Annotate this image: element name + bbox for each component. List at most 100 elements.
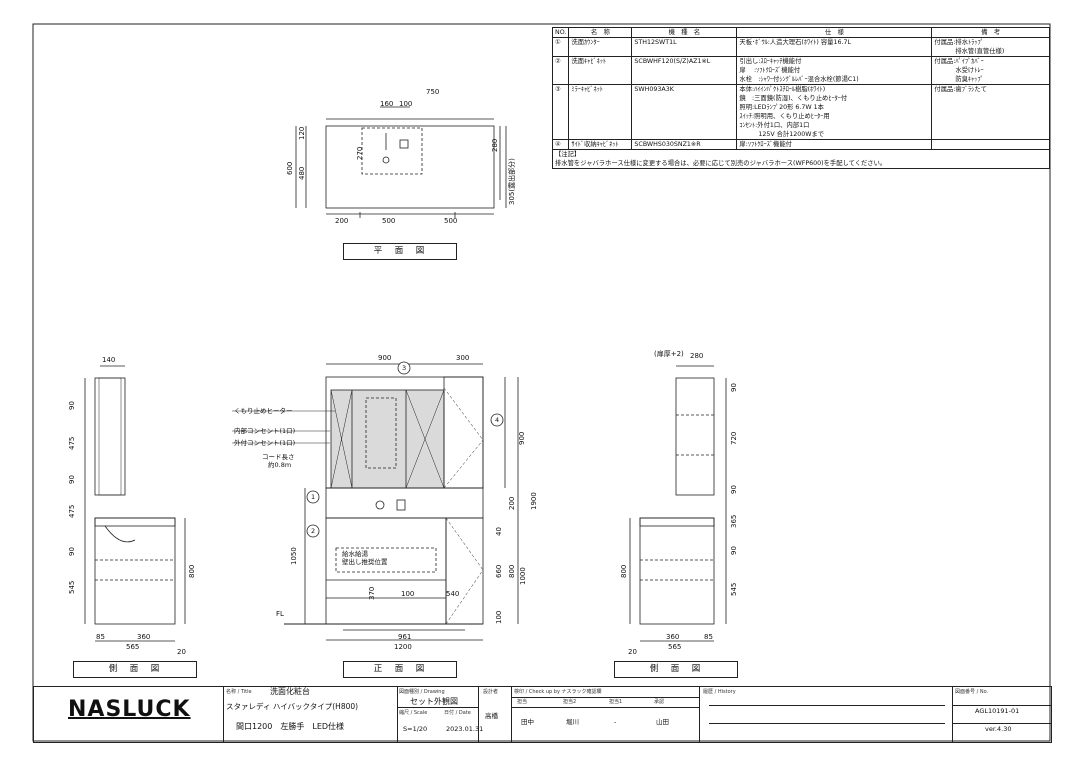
front-dim-1900: 1900 bbox=[530, 492, 538, 510]
front-caption: 正 面 図 bbox=[343, 661, 457, 678]
row-no: ② bbox=[551, 56, 570, 85]
right-dim-565: 565 bbox=[668, 643, 682, 651]
label-cord-len: 約0.8m bbox=[268, 461, 292, 469]
history-label: 履歴 / History bbox=[703, 689, 736, 695]
check-col-4: 承認 bbox=[654, 699, 665, 705]
right-dim-720: 720 bbox=[730, 431, 738, 445]
left-dim-475b: 475 bbox=[68, 504, 76, 518]
row-spec: 扉:ｿﾌﾄｸﾛｰｽﾞ機能付 bbox=[736, 139, 933, 150]
row-model: STH12SWT1L bbox=[631, 37, 738, 57]
spec-table: NO. 名 称 機 種 名 仕 様 備 考 ① 洗面ｶｳﾝﾀｰ STH12SWT… bbox=[551, 27, 1050, 169]
right-dim-90c: 90 bbox=[730, 546, 738, 555]
right-dim-800: 800 bbox=[620, 564, 628, 578]
left-dim-565: 565 bbox=[126, 643, 140, 651]
front-dim-300: 300 bbox=[456, 354, 470, 362]
label-drain-pos: 壁出し推奨位置 bbox=[342, 558, 388, 566]
left-dim-475a: 475 bbox=[68, 436, 76, 450]
drawing-number: AGL10191-01 bbox=[975, 707, 1020, 715]
row-name: ﾐﾗｰｷｬﾋﾞﾈｯﾄ bbox=[568, 84, 633, 140]
col-spec: 仕 様 bbox=[736, 27, 933, 38]
callout-4: 4 bbox=[495, 416, 500, 424]
front-dim-540: 540 bbox=[446, 590, 460, 598]
row-model: SWH093A3K bbox=[631, 84, 738, 140]
date-value: 2023.01.31 bbox=[446, 725, 484, 733]
front-dim-100: 100 bbox=[401, 590, 415, 598]
row-remarks: 付属品:歯ﾌﾞﾗｼたて bbox=[931, 84, 1050, 140]
plan-dim-200: 200 bbox=[335, 217, 349, 225]
plan-dim-160: 160 bbox=[380, 100, 394, 108]
callout-1: 1 bbox=[311, 493, 316, 501]
row-name: 洗面ｶｳﾝﾀｰ bbox=[568, 37, 633, 57]
row-model: SCBWHF120(S/Z)AZ1※L bbox=[631, 56, 738, 85]
table-row: ④ ｻｲﾄﾞ収納ｷｬﾋﾞﾈｯﾄ SCBWHS030SNZ1※R 扉:ｿﾌﾄｸﾛｰ… bbox=[551, 139, 1050, 150]
front-dim-1200: 1200 bbox=[394, 643, 412, 651]
table-row: ③ ﾐﾗｰｷｬﾋﾞﾈｯﾄ SWH093A3K 本体:ﾊｲｲﾝﾊﾟｸﾄｽﾁﾛｰﾙ樹… bbox=[551, 84, 1050, 140]
right-dim-top: (扉厚+2) bbox=[654, 350, 684, 358]
right-dim-90b: 90 bbox=[730, 485, 738, 494]
note-text: 排水管をジャバラホース仕様に変更する場合は、必要に応じて別売のジャバラホース(W… bbox=[555, 160, 887, 167]
check-col-1: 担当 bbox=[517, 699, 528, 705]
note-title: 【注記】 bbox=[555, 151, 581, 158]
front-dim-200: 200 bbox=[508, 496, 516, 510]
plan-dim-270: 270 bbox=[356, 146, 364, 160]
plan-dim-100: 100 bbox=[399, 100, 413, 108]
plan-dim-280: 280 bbox=[491, 138, 499, 152]
left-dim-90a: 90 bbox=[68, 401, 76, 410]
row-remarks bbox=[931, 139, 1050, 150]
col-name: 名 称 bbox=[568, 27, 633, 38]
note-row: 【注記】 排水管をジャバラホース仕様に変更する場合は、必要に応じて別売のジャバラ… bbox=[552, 149, 1050, 169]
product-name: 洗面化粧台 bbox=[270, 687, 310, 696]
row-remarks: 付属品:排水ﾄﾗｯﾌﾟ 排水管(直管仕様) bbox=[931, 37, 1050, 57]
row-no: ④ bbox=[551, 139, 570, 150]
title-block bbox=[33, 686, 1052, 743]
plan-dim-500b: 500 bbox=[444, 217, 458, 225]
product-series: スタァレディ ハイバックタイプ(H800) bbox=[226, 702, 359, 711]
designer-label: 設計者 bbox=[483, 689, 499, 695]
check-col-3: 担当1 bbox=[609, 699, 623, 705]
left-dim-90c: 90 bbox=[68, 547, 76, 556]
plan-dim-305: 305(露出部分) bbox=[508, 158, 516, 205]
left-dim-545: 545 bbox=[68, 580, 76, 594]
plan-caption: 平 面 図 bbox=[343, 243, 457, 260]
plan-dim-120: 120 bbox=[298, 126, 306, 140]
check-val-2: 堀川 bbox=[566, 718, 579, 726]
front-fl: FL bbox=[276, 610, 284, 618]
row-name: 洗面ｷｬﾋﾞﾈｯﾄ bbox=[568, 56, 633, 85]
front-dim-370: 370 bbox=[368, 586, 376, 600]
right-dim-85: 85 bbox=[704, 633, 713, 641]
plan-dim-600: 600 bbox=[286, 161, 294, 175]
side-left-caption: 側 面 図 bbox=[73, 661, 197, 678]
scale-label: 縮尺 / Scale bbox=[399, 710, 428, 716]
table-row: ② 洗面ｷｬﾋﾞﾈｯﾄ SCBWHF120(S/Z)AZ1※L 引出し:ｽﾛｰｷ… bbox=[551, 56, 1050, 85]
left-dim-85: 85 bbox=[96, 633, 105, 641]
row-model: SCBWHS030SNZ1※R bbox=[631, 139, 738, 150]
version: ver.4.30 bbox=[985, 725, 1012, 733]
name-label: 名称 / Title bbox=[226, 689, 252, 695]
row-remarks: 付属品:ﾊﾟｲﾌﾟｶﾊﾞｰ 水受けﾄﾚｰ 防臭ｷｬｯﾌﾟ bbox=[931, 56, 1050, 85]
left-dim-800: 800 bbox=[188, 564, 196, 578]
right-dim-545: 545 bbox=[730, 582, 738, 596]
left-dim-90b: 90 bbox=[68, 475, 76, 484]
check-label: 検印 / Check up by ナスラック確認欄 bbox=[514, 689, 602, 695]
col-no: NO. bbox=[551, 27, 570, 38]
plan-dim-480: 480 bbox=[298, 166, 306, 180]
drawing-type: セット外観図 bbox=[410, 697, 458, 706]
row-no: ③ bbox=[551, 84, 570, 140]
label-supply: 給水給湯 bbox=[342, 550, 368, 558]
label-cord: コード長さ bbox=[262, 453, 295, 461]
check-val-4: 山田 bbox=[656, 718, 669, 726]
front-dim-660: 660 bbox=[495, 564, 503, 578]
row-spec: 本体:ﾊｲｲﾝﾊﾟｸﾄｽﾁﾛｰﾙ樹脂(ﾎﾜｲﾄ)鏡 :三面鏡(防湿)、くもり止め… bbox=[736, 84, 933, 140]
designer-value: 高橋 bbox=[485, 712, 498, 720]
product-size: 間口1200 左勝手 LED仕様 bbox=[236, 722, 345, 731]
right-dim-90a: 90 bbox=[730, 383, 738, 392]
front-dim-100b: 100 bbox=[495, 610, 503, 624]
front-dim-900v: 900 bbox=[518, 431, 526, 445]
front-dim-961: 961 bbox=[398, 633, 412, 641]
scale-value: S=1/20 bbox=[403, 725, 428, 733]
check-val-1: 田中 bbox=[521, 718, 534, 726]
check-val-3: - bbox=[614, 718, 617, 726]
front-dim-800: 800 bbox=[508, 564, 516, 578]
